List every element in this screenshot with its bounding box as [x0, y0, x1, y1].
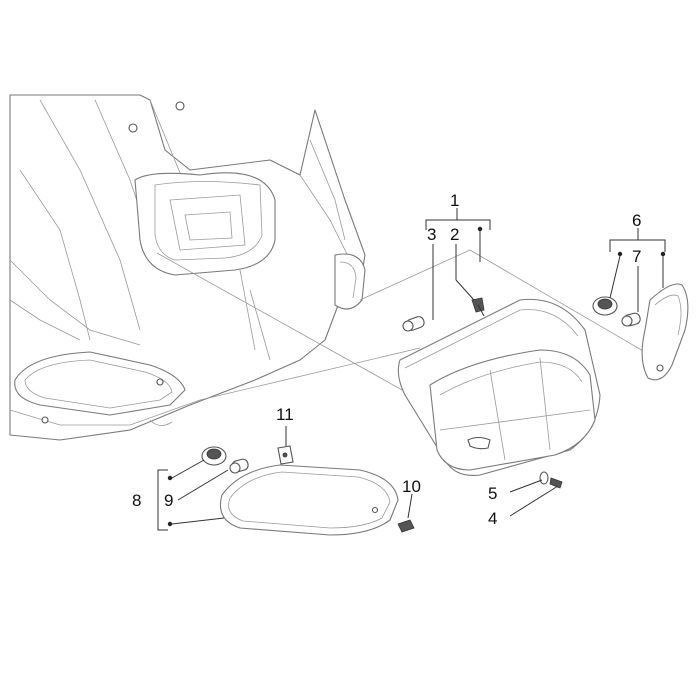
- left-lamp-recess: [14, 351, 186, 416]
- callout-4: 4: [488, 509, 497, 528]
- screw-part-4: [549, 477, 563, 489]
- callout-6: 6: [632, 211, 641, 230]
- bulb-socket-right: [592, 296, 618, 316]
- main-lamp-assembly: [397, 298, 601, 476]
- bulb-socket-left: [201, 446, 227, 466]
- washer-part-5: [539, 471, 549, 485]
- screw-part-2: [471, 297, 485, 317]
- bulb-right: [621, 312, 641, 327]
- screw-part-10: [397, 519, 415, 533]
- headlight-opening: [134, 172, 276, 276]
- right-indicator-lens: [641, 283, 689, 381]
- scooter-front-body: [9, 94, 366, 441]
- bulb-main: [402, 316, 425, 332]
- bulb-left: [229, 458, 249, 474]
- assembly-lines: [156, 249, 651, 401]
- callout-2: 2: [450, 225, 459, 244]
- callout-8: 8: [132, 491, 141, 510]
- callout-7: 7: [632, 247, 641, 266]
- callout-leaders: [157, 208, 666, 531]
- callout-10: 10: [402, 477, 421, 496]
- clip-part-11: [277, 445, 294, 465]
- left-indicator-lens: [219, 464, 399, 536]
- callout-1: 1: [450, 191, 459, 210]
- callout-9: 9: [164, 491, 173, 510]
- callout-3: 3: [427, 225, 436, 244]
- callout-5: 5: [488, 484, 497, 503]
- callout-labels: 1 2 3 4 5 6 7 8 9 10 11: [132, 191, 641, 528]
- callout-11: 11: [276, 405, 294, 424]
